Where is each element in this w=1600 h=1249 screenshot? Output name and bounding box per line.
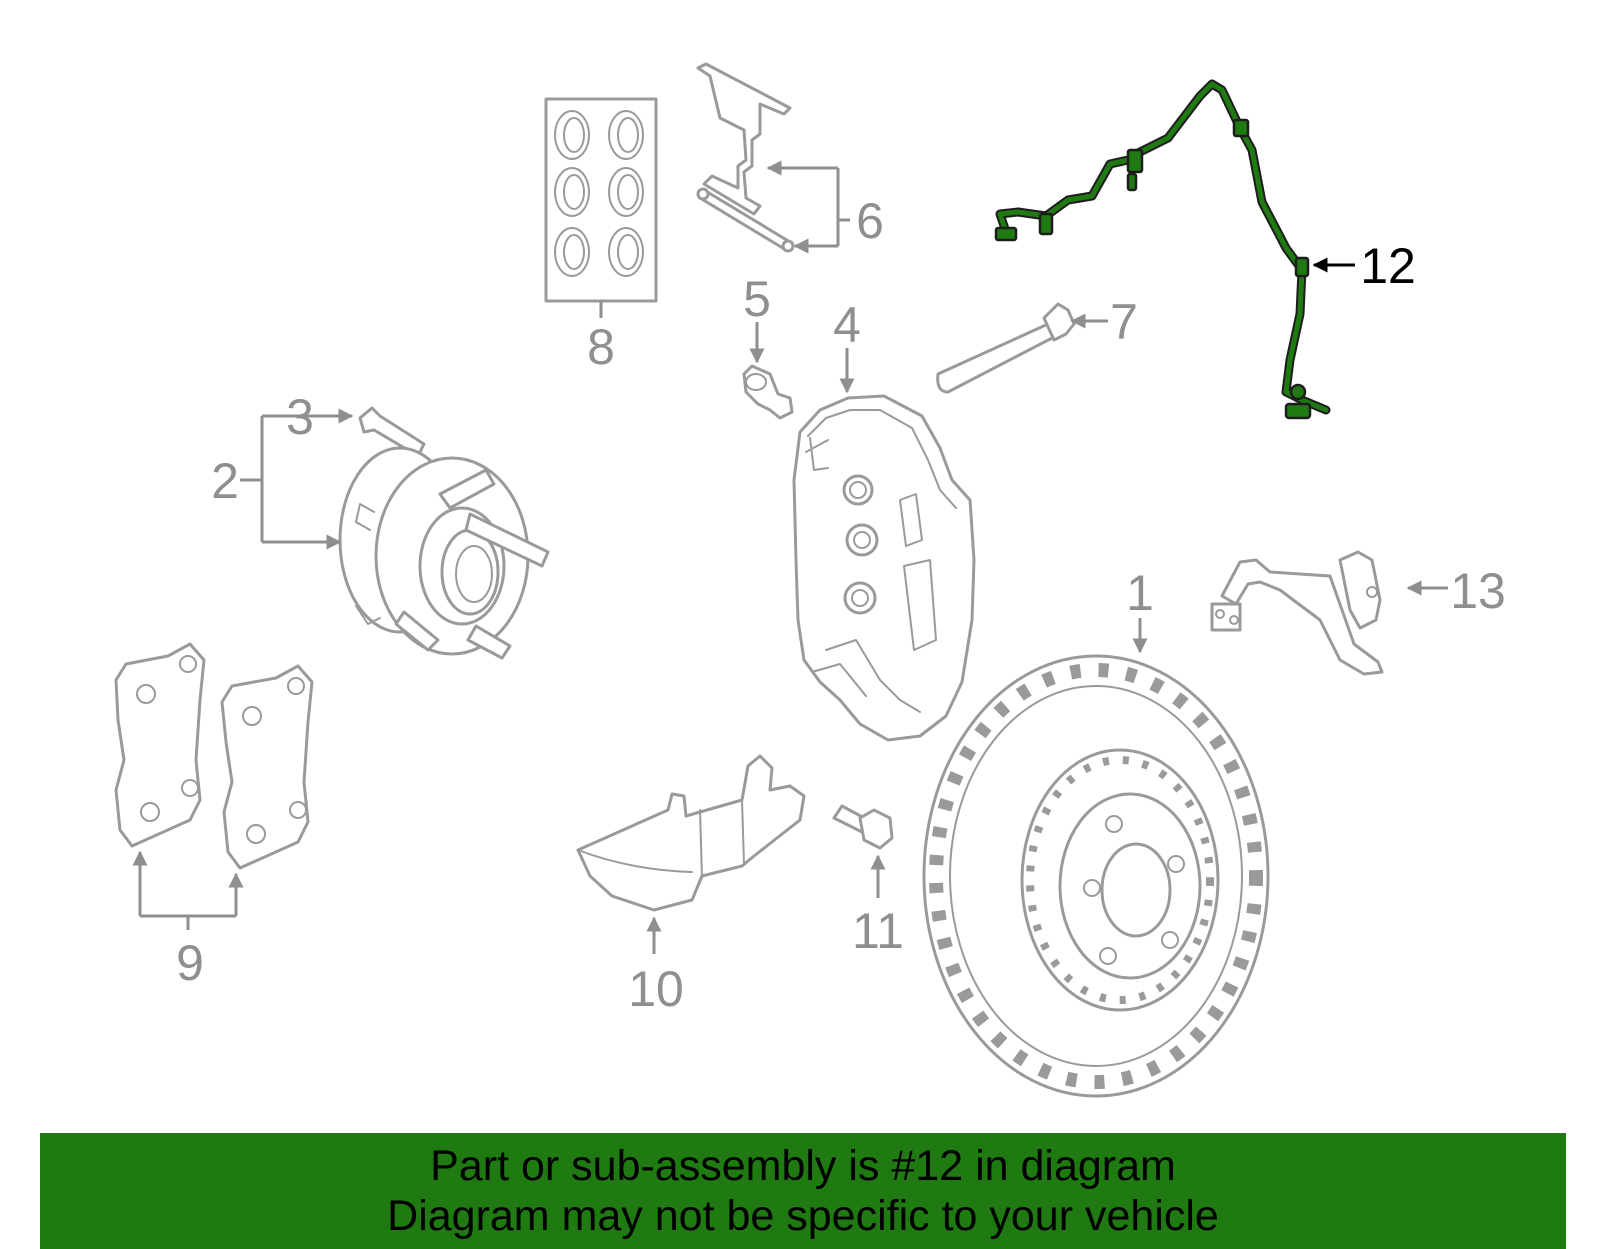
callout-4: 4 [833, 297, 861, 353]
callout-8: 8 [587, 319, 615, 375]
pad-hardware-part [696, 62, 795, 253]
shield-bolt-part [832, 804, 894, 850]
callout-9: 9 [176, 935, 204, 991]
caliper-part [792, 394, 976, 742]
splash-shield-part [576, 754, 806, 912]
banner-line-1: Part or sub-assembly is #12 in diagram [430, 1142, 1176, 1190]
wheel-stud-part [358, 406, 426, 458]
brake-pads-part [114, 642, 314, 870]
seal-kit-part [544, 97, 658, 303]
brake-hose-part [1210, 550, 1384, 676]
callout-13: 13 [1450, 563, 1506, 619]
hub-bearing-part [338, 446, 550, 660]
callout-10: 10 [628, 961, 684, 1017]
callout-1: 1 [1126, 565, 1154, 621]
callout-3: 3 [286, 389, 314, 445]
callout-6: 6 [856, 193, 884, 249]
callout-5: 5 [743, 271, 771, 327]
callout-7: 7 [1110, 294, 1138, 350]
callout-2: 2 [211, 453, 239, 509]
info-banner: Part or sub-assembly is #12 in diagram D… [40, 1133, 1566, 1249]
brake-rotor-part [922, 654, 1270, 1098]
bleeder-part [742, 364, 794, 420]
wheel-speed-sensor-harness-part [994, 79, 1331, 420]
caliper-bolt-part [936, 302, 1076, 394]
callout-12: 12 [1360, 238, 1416, 294]
banner-line-2: Diagram may not be specific to your vehi… [387, 1192, 1219, 1240]
callout-11: 11 [852, 903, 904, 959]
